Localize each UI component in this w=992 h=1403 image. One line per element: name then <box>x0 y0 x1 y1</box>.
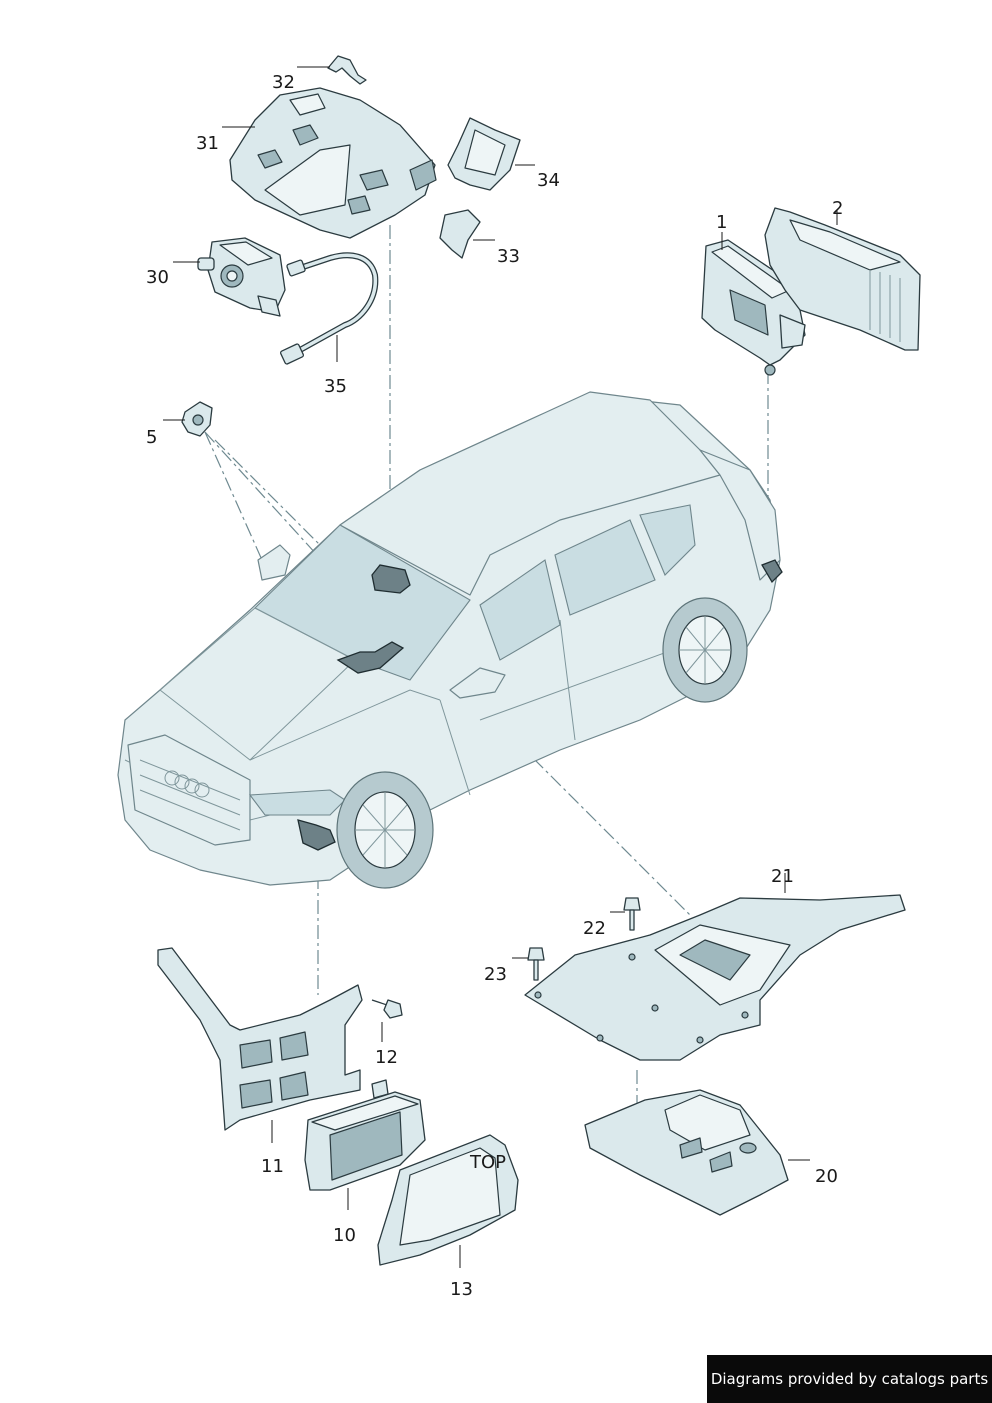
part-21-mounting-plate <box>524 894 906 1061</box>
part-13-bracket-cover: TOP <box>377 1134 519 1266</box>
windshield-sensor-highlight <box>336 641 405 674</box>
rear-sensor-highlight <box>761 559 783 584</box>
part-20-control-unit <box>584 1089 789 1216</box>
part-2-cover-bracket <box>764 207 921 351</box>
part-31-camera-bracket <box>229 87 437 239</box>
part-1-control-module <box>701 239 806 376</box>
front-radar-highlight <box>297 819 336 851</box>
part-32-clip <box>327 55 367 85</box>
callout-2: 2 <box>832 198 843 219</box>
callout-31: 31 <box>196 133 219 154</box>
callout-5: 5 <box>146 427 157 448</box>
callout-numbers: 32 31 34 33 30 35 5 1 2 21 22 23 12 11 1… <box>146 72 843 1300</box>
part-10-radar-unit <box>304 1079 426 1191</box>
part-11-radar-bracket <box>157 947 363 1131</box>
part-13-top-marking: TOP <box>469 1152 506 1173</box>
callout-12: 12 <box>375 1047 398 1068</box>
callout-13: 13 <box>450 1279 473 1300</box>
part-22-screw <box>623 897 641 931</box>
callout-1: 1 <box>716 212 727 233</box>
credit-banner[interactable]: Diagrams provided by catalogs parts <box>707 1355 992 1403</box>
part-34-cover <box>447 117 521 191</box>
credit-text: Diagrams provided by catalogs parts <box>710 1370 989 1388</box>
front-wheel <box>336 771 434 889</box>
callout-20: 20 <box>815 1166 838 1187</box>
callout-10: 10 <box>333 1225 356 1246</box>
rear-wheel <box>662 597 748 703</box>
callout-23: 23 <box>484 964 507 985</box>
callout-33: 33 <box>497 246 520 267</box>
callout-21: 21 <box>771 866 794 887</box>
callout-32: 32 <box>272 72 295 93</box>
part-23-screw <box>527 947 545 981</box>
leader-lines <box>163 66 838 1268</box>
part-35-cable <box>279 252 379 365</box>
car-logo-rings <box>164 770 210 798</box>
part-33-small-cover <box>439 209 481 259</box>
part-12-screw <box>371 999 403 1019</box>
callout-34: 34 <box>537 170 560 191</box>
callout-35: 35 <box>324 376 347 397</box>
part-30-camera <box>197 237 286 317</box>
windshield-camera-mount-highlight <box>371 564 411 594</box>
callout-30: 30 <box>146 267 169 288</box>
callout-11: 11 <box>261 1156 284 1177</box>
part-5-sensor <box>181 401 213 437</box>
vehicle-illustration <box>117 391 783 889</box>
callout-22: 22 <box>583 918 606 939</box>
